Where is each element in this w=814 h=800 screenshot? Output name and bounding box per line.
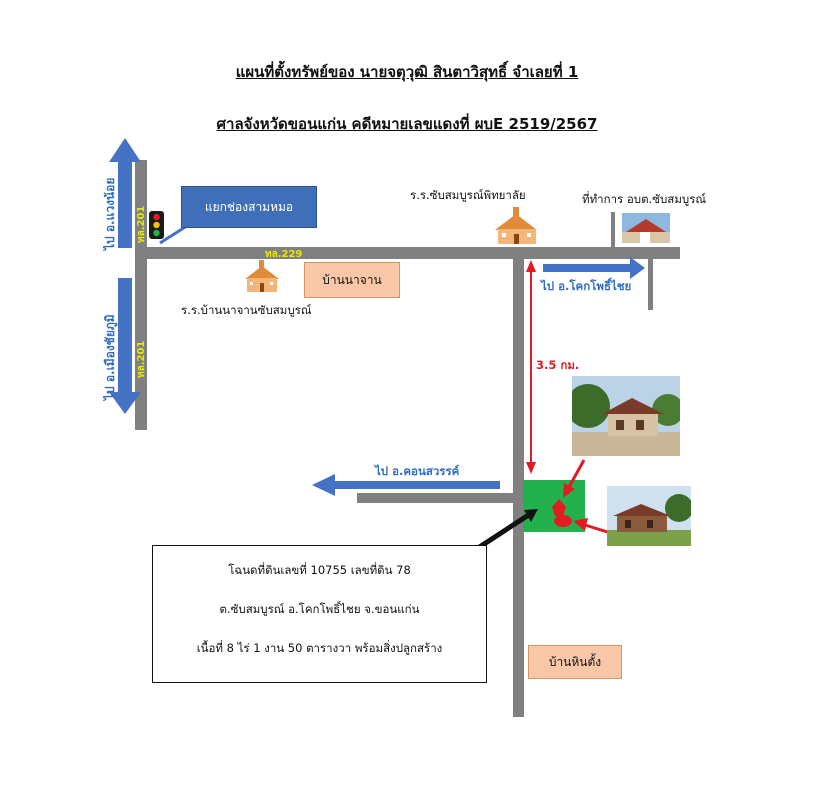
traffic-light-icon	[149, 211, 164, 239]
road-tag-201-top: ทล.201	[136, 205, 147, 243]
road-201	[135, 160, 147, 430]
label-school-2: ร.ร.บ้านนาจานซับสมบูรณ์	[181, 303, 312, 317]
label-distance: 3.5 กม.	[536, 358, 580, 372]
road-west-branch	[357, 493, 523, 503]
road-tag-229: ทล.229	[265, 249, 303, 260]
office-building-icon	[622, 213, 670, 243]
label-to-mueang-chaiyaphum: ไป อ.เมืองชัยภูมิ	[103, 314, 117, 400]
house-marker-icon	[552, 499, 566, 516]
deed-line-1: โฉนดที่ดินเลขที่ 10755 เลขที่ดิน 78	[228, 563, 411, 577]
arrow-east	[543, 257, 645, 279]
property-photo-1	[572, 376, 680, 456]
court-case-title: ศาลจังหวัดขอนแก่น คดีหมายเลขแดงที่ ผบE 2…	[216, 115, 598, 133]
arrow-south	[109, 278, 141, 414]
road-south	[513, 247, 524, 717]
label-to-khok-pho-chai: ไป อ.โคกโพธิ์ไชย	[541, 279, 632, 293]
house-marker-icon	[554, 515, 572, 527]
arrow-north	[109, 138, 141, 248]
label-school-1: ร.ร.ซับสมบูรณ์พิทยาลัย	[410, 188, 526, 202]
map-title: แผนที่ตั้งทรัพย์ของ นายจตุวุฒิ สินตาวิสุ…	[235, 63, 579, 81]
property-photo-2	[607, 486, 691, 546]
deed-line-3: เนื้อที่ 8 ไร่ 1 งาน 50 ตารางวา พร้อมสิ่…	[196, 641, 443, 655]
school-icon	[495, 207, 537, 244]
village-na-chan-box: บ้านนาจาน	[304, 262, 400, 298]
village-hin-tang-box: บ้านหินตั้ง	[528, 645, 622, 679]
school-icon	[245, 260, 279, 292]
label-to-khon-sawan: ไป อ.คอนสวรรค์	[375, 464, 460, 478]
junction-label-box: แยกช่องสามหมอ	[181, 186, 317, 228]
road-spur-east	[648, 258, 653, 310]
deed-line-2: ต.ซับสมบูรณ์ อ.โคกโพธิ์ไชย จ.ขอนแก่น	[219, 602, 420, 616]
arrow-west	[312, 474, 500, 496]
distance-arrow	[526, 260, 536, 474]
label-to-waeng-noi: ไป อ.แวงน้อย	[103, 177, 117, 250]
deed-info-box: โฉนดที่ดินเลขที่ 10755 เลขที่ดิน 78 ต.ซั…	[152, 545, 487, 683]
photo-pointer	[563, 459, 586, 498]
deed-pointer	[476, 509, 538, 551]
office-post-left	[611, 212, 615, 248]
label-office: ที่ทำการ อบต.ซับสมบูรณ์	[582, 192, 707, 206]
road-tag-201-bottom: ทล.201	[136, 340, 147, 378]
road-229	[135, 247, 680, 259]
